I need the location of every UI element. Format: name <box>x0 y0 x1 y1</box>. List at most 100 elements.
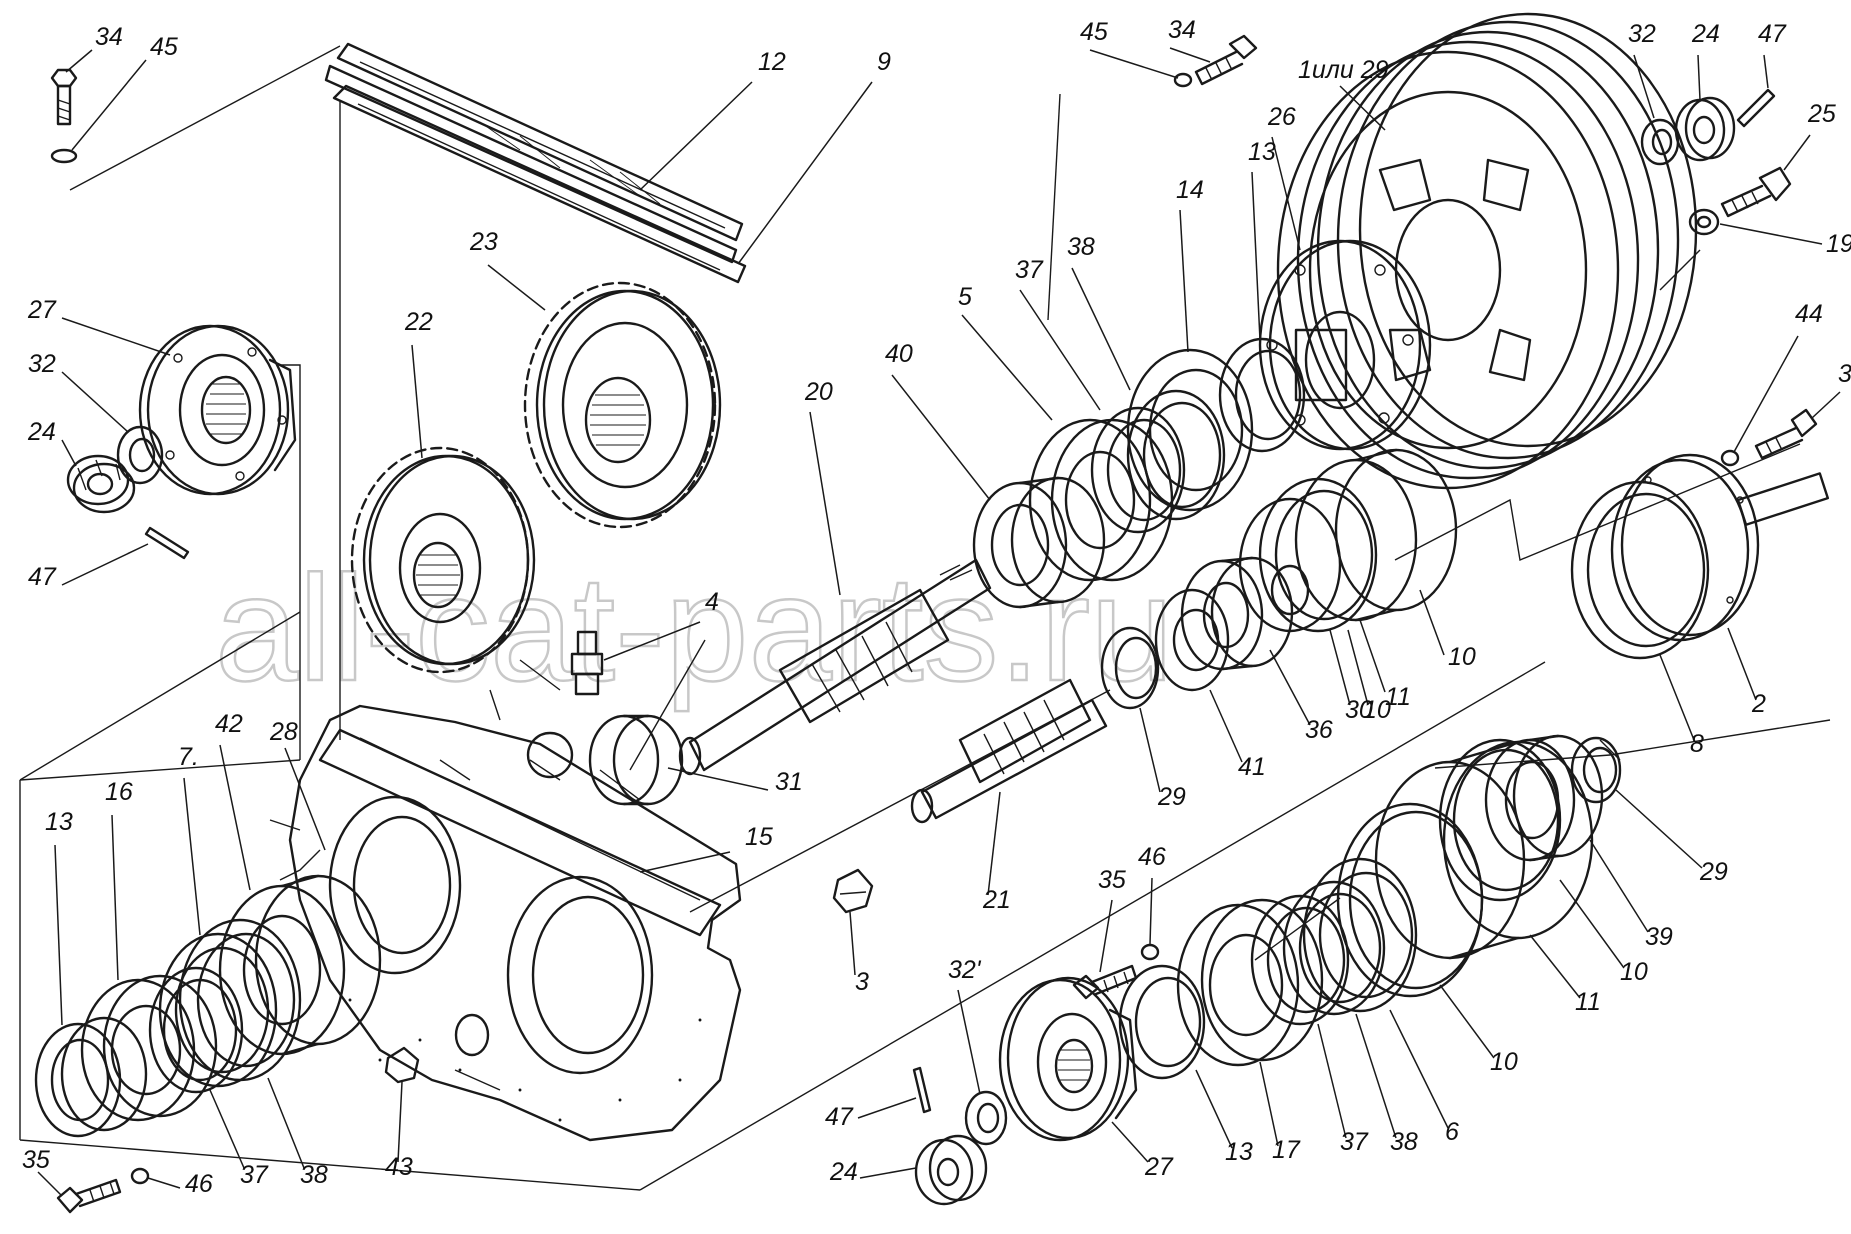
bearing-40 <box>891 374 1106 609</box>
bearing-31 <box>588 714 684 806</box>
ring-13-lower <box>1118 964 1233 1149</box>
callout-label-33: 33 <box>1838 360 1851 388</box>
callout-label-45a: 45 <box>150 33 178 61</box>
callout-label-41: 41 <box>1238 753 1266 781</box>
callout-label-38c: 38 <box>300 1161 328 1189</box>
callout-label-10c: 10 <box>1620 958 1648 986</box>
ring-11-upper <box>1258 477 1386 693</box>
shaft-20 <box>678 411 992 776</box>
callout-label-21: 21 <box>982 886 1011 914</box>
seal-ring-38-lower <box>1282 880 1397 1139</box>
callout-label-12: 12 <box>758 48 786 76</box>
callout-label-34b: 34 <box>1168 16 1196 44</box>
callout-label-44: 44 <box>1795 300 1823 328</box>
callout-label-6: 6 <box>1445 1118 1459 1146</box>
callout-label-45b: 45 <box>1080 18 1108 46</box>
callout-label-26: 26 <box>1267 103 1296 131</box>
seal-ring-37-lower-left <box>148 966 245 1169</box>
bearing-outer-ring-10-upper <box>1294 448 1458 656</box>
bearing-36 <box>1180 556 1311 726</box>
callout-label-47b: 47 <box>28 563 57 591</box>
callout-label-40: 40 <box>885 340 913 368</box>
callout-label-37c: 37 <box>240 1161 269 1189</box>
gasket-8 <box>1570 480 1710 741</box>
callout-label-47c: 47 <box>825 1103 854 1131</box>
washer-46-lower-center <box>1140 877 1160 961</box>
top-cover-12-and-gasket-9 <box>324 42 873 284</box>
callout-label-10a: 10 <box>1448 643 1476 671</box>
plug-3 <box>832 868 874 976</box>
callout-label-35b: 35 <box>22 1146 50 1174</box>
callout-label-14: 14 <box>1176 176 1204 204</box>
gear-22 <box>350 344 561 721</box>
callout-label-39: 39 <box>1645 923 1673 951</box>
castle-nut-24-upper-right <box>1674 54 1736 162</box>
flange-27-left <box>61 317 297 496</box>
callout-label-30: 30 <box>1345 696 1373 724</box>
pulley-29 <box>1276 12 1698 490</box>
callout-label-2: 2 <box>1751 690 1766 718</box>
seal-ring-37-lower <box>1250 894 1350 1139</box>
ring-13-lower-left <box>34 844 148 1138</box>
bearing-42 <box>218 744 382 1056</box>
ring-29-lower <box>1570 736 1703 869</box>
washer-44 <box>1720 335 1799 467</box>
callout-label-36: 36 <box>1305 716 1333 744</box>
callout-label-37a: 37 <box>1015 256 1044 284</box>
callout-label-8: 8 <box>1690 730 1704 758</box>
callout-label-3: 3 <box>855 968 869 996</box>
callout-label-27a: 27 <box>27 296 57 324</box>
cotter-pin-47-lower <box>857 1066 932 1119</box>
callout-label-16: 16 <box>105 778 133 806</box>
ring-30 <box>1238 497 1369 706</box>
gear-23 <box>487 264 722 529</box>
lock-washer-32-left <box>61 371 164 485</box>
callout-label-4: 4 <box>705 588 719 616</box>
seal-ring-37-upper <box>1019 289 1186 534</box>
bearing-cap-16 <box>80 814 218 1122</box>
bolt-34-top-center <box>1169 34 1258 86</box>
assembly-guide-lines <box>19 45 1831 1191</box>
callout-label-7: 7. <box>178 743 199 771</box>
bolt-35-lower-center <box>1072 899 1138 1000</box>
callout-label-29b: 29 <box>1157 783 1186 811</box>
callout-label-17: 17 <box>1272 1136 1301 1164</box>
callout-label-15: 15 <box>745 823 773 851</box>
gasket-6 <box>1302 857 1449 1129</box>
callout-label-11a: 11 <box>1385 683 1411 711</box>
lock-washer-32-lower <box>957 989 1008 1146</box>
ring-10-lower-second <box>1438 738 1625 969</box>
bearing-41 <box>1154 588 1243 763</box>
gasket-14 <box>1126 209 1254 512</box>
callout-label-20: 20 <box>804 378 833 406</box>
callout-label-11b: 11 <box>1575 988 1601 1016</box>
bearing-cap-17 <box>1176 898 1324 1147</box>
hub-flange-26 <box>1258 136 1432 451</box>
cotter-pin-47-left <box>61 526 190 586</box>
callout-label-34a: 34 <box>95 23 123 51</box>
callout-label-29c: 29 <box>1699 858 1728 886</box>
callout-label-9: 9 <box>877 48 891 76</box>
ring-13-upper <box>1218 171 1306 453</box>
washer-46-lower-left <box>130 1167 181 1189</box>
callout-label-23: 23 <box>469 228 498 256</box>
bolt-33 <box>1754 391 1841 460</box>
gearbox-housing-15 <box>269 704 769 1142</box>
bolt-25 <box>1720 134 1811 218</box>
callout-label-29a: 1или 29 <box>1298 56 1389 84</box>
callout-label-10b: 10 <box>1363 696 1391 724</box>
callout-label-24a: 24 <box>1691 20 1720 48</box>
callout-label-47a: 47 <box>1758 20 1787 48</box>
callout-label-32c: 32' <box>948 956 982 984</box>
callout-label-19: 19 <box>1826 230 1851 258</box>
shaft-21 <box>910 678 1108 896</box>
callout-label-13c: 13 <box>1225 1138 1253 1166</box>
bolt-34-top-left <box>50 49 147 164</box>
callout-label-24b: 24 <box>27 418 56 446</box>
callout-label-5: 5 <box>958 283 972 311</box>
callout-label-38b: 38 <box>1390 1128 1418 1156</box>
callout-label-46a: 46 <box>1138 843 1166 871</box>
washer-45-top-center <box>1089 49 1193 88</box>
bolt-35-lower-left <box>37 1171 122 1214</box>
